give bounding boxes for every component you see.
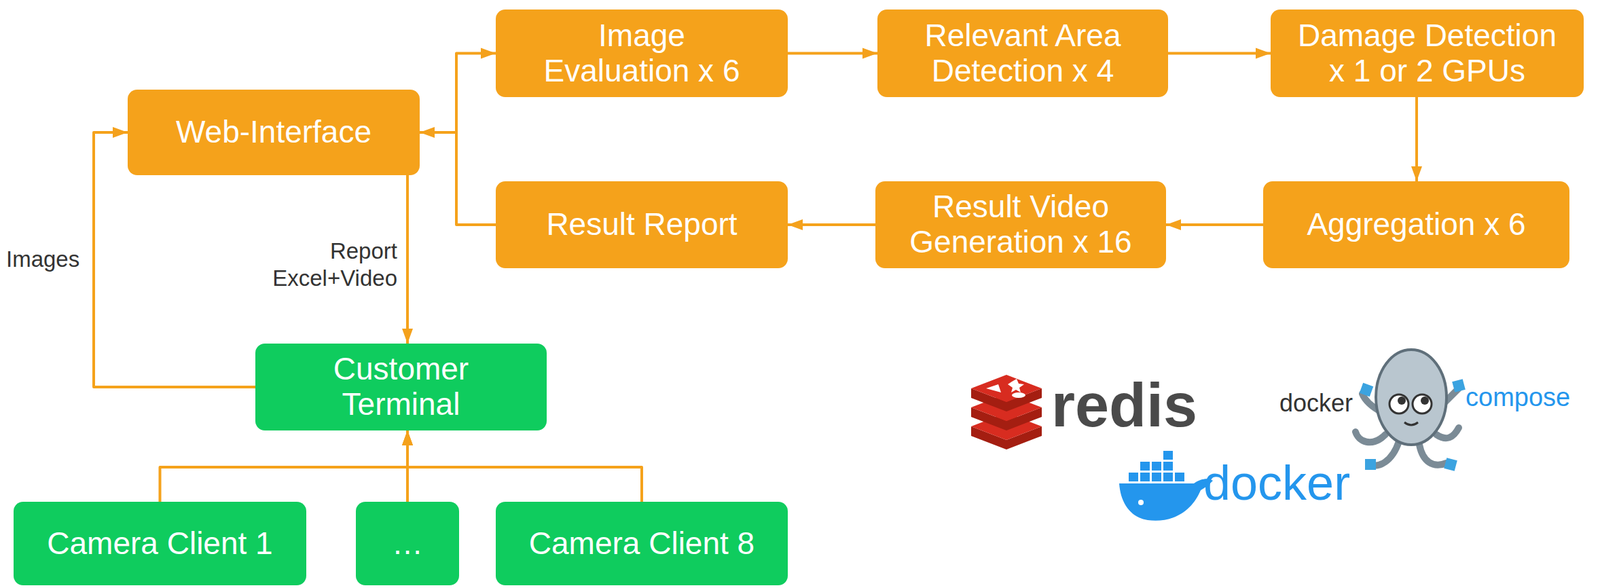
node-text: Damage Detection x 1 or 2 GPUs bbox=[1291, 18, 1564, 89]
client-box: … bbox=[355, 501, 460, 586]
flow-arrow bbox=[406, 175, 409, 344]
flow-arrow bbox=[160, 430, 409, 502]
process-box: Web-Interface bbox=[127, 89, 420, 176]
node-text: … bbox=[391, 526, 424, 562]
process-box: Result Video Generation x 16 bbox=[875, 181, 1167, 269]
logo-text: docker bbox=[1279, 389, 1353, 418]
edge-label: Report Excel+Video bbox=[266, 237, 400, 292]
client-box: Customer Terminal bbox=[255, 343, 547, 431]
node-text: Result Video Generation x 16 bbox=[903, 189, 1139, 260]
docker-compose-logo bbox=[1355, 349, 1466, 472]
node-text: Relevant Area Detection x 4 bbox=[914, 18, 1132, 89]
process-box: Result Report bbox=[495, 181, 788, 269]
client-box: Camera Client 8 bbox=[495, 501, 788, 586]
flow-arrow bbox=[419, 132, 496, 225]
flow-arrow bbox=[419, 53, 496, 134]
node-text: Camera Client 1 bbox=[46, 526, 273, 562]
flow-arrow bbox=[787, 223, 876, 227]
redis-logo bbox=[971, 374, 1042, 450]
node-text: Aggregation x 6 bbox=[1306, 207, 1526, 243]
logo-text: compose bbox=[1465, 383, 1571, 413]
process-box: Damage Detection x 1 or 2 GPUs bbox=[1270, 9, 1584, 98]
node-text: Result Report bbox=[546, 207, 737, 243]
flow-arrow bbox=[407, 430, 642, 502]
client-box: Camera Client 1 bbox=[13, 501, 307, 586]
flow-arrow bbox=[787, 52, 878, 56]
process-box: Relevant Area Detection x 4 bbox=[877, 9, 1169, 98]
node-text: Image Evaluation x 6 bbox=[533, 18, 751, 89]
node-text: Customer Terminal bbox=[299, 351, 504, 422]
node-text: Camera Client 8 bbox=[529, 526, 755, 562]
process-box: Aggregation x 6 bbox=[1263, 181, 1570, 269]
flow-arrow bbox=[1168, 52, 1271, 56]
flow-arrow bbox=[1415, 97, 1418, 182]
edge-label: Images bbox=[4, 245, 82, 274]
process-box: Image Evaluation x 6 bbox=[495, 9, 788, 98]
flow-arrow bbox=[1166, 223, 1264, 227]
logo-text: docker bbox=[1203, 455, 1351, 511]
node-text: Web-Interface bbox=[175, 114, 372, 151]
logo-text: redis bbox=[1051, 370, 1198, 441]
docker-whale-logo bbox=[1119, 450, 1213, 521]
